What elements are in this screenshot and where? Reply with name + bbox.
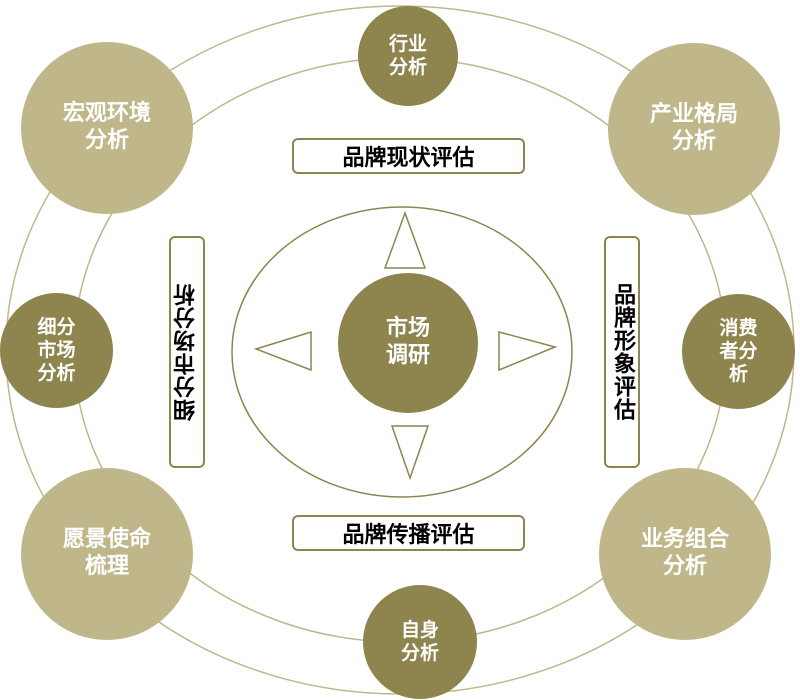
label-brand-status-assessment: 品牌现状评估 — [292, 138, 525, 174]
node-market-segment-analysis: 细分 市场 分析 — [0, 293, 113, 408]
node-vision-mission: 愿景使命 梳理 — [21, 468, 193, 640]
arrow-right-icon — [498, 331, 558, 372]
center-ellipse — [231, 206, 573, 498]
arrow-left-icon — [253, 330, 312, 372]
node-business-portfolio-analysis: 业务组合 分析 — [599, 468, 771, 640]
arrow-down-icon — [390, 425, 430, 481]
node-industry-structure-analysis: 产业格局 分析 — [608, 43, 780, 215]
node-self-analysis: 自身 分析 — [363, 585, 477, 699]
node-industry-analysis: 行业 分析 — [358, 6, 458, 106]
label-brand-image-assessment: 品牌形象评估 — [604, 236, 640, 468]
node-consumer-analysis: 消费 者分 析 — [682, 294, 795, 409]
label-brand-communication-assessment: 品牌传播评估 — [292, 515, 525, 551]
node-market-research: 市场 调研 — [338, 273, 478, 413]
arrow-up-icon — [383, 210, 427, 269]
label-market-segmentation: 细分市场分析 — [169, 236, 205, 468]
node-macro-environment-analysis: 宏观环境 分析 — [21, 42, 193, 214]
